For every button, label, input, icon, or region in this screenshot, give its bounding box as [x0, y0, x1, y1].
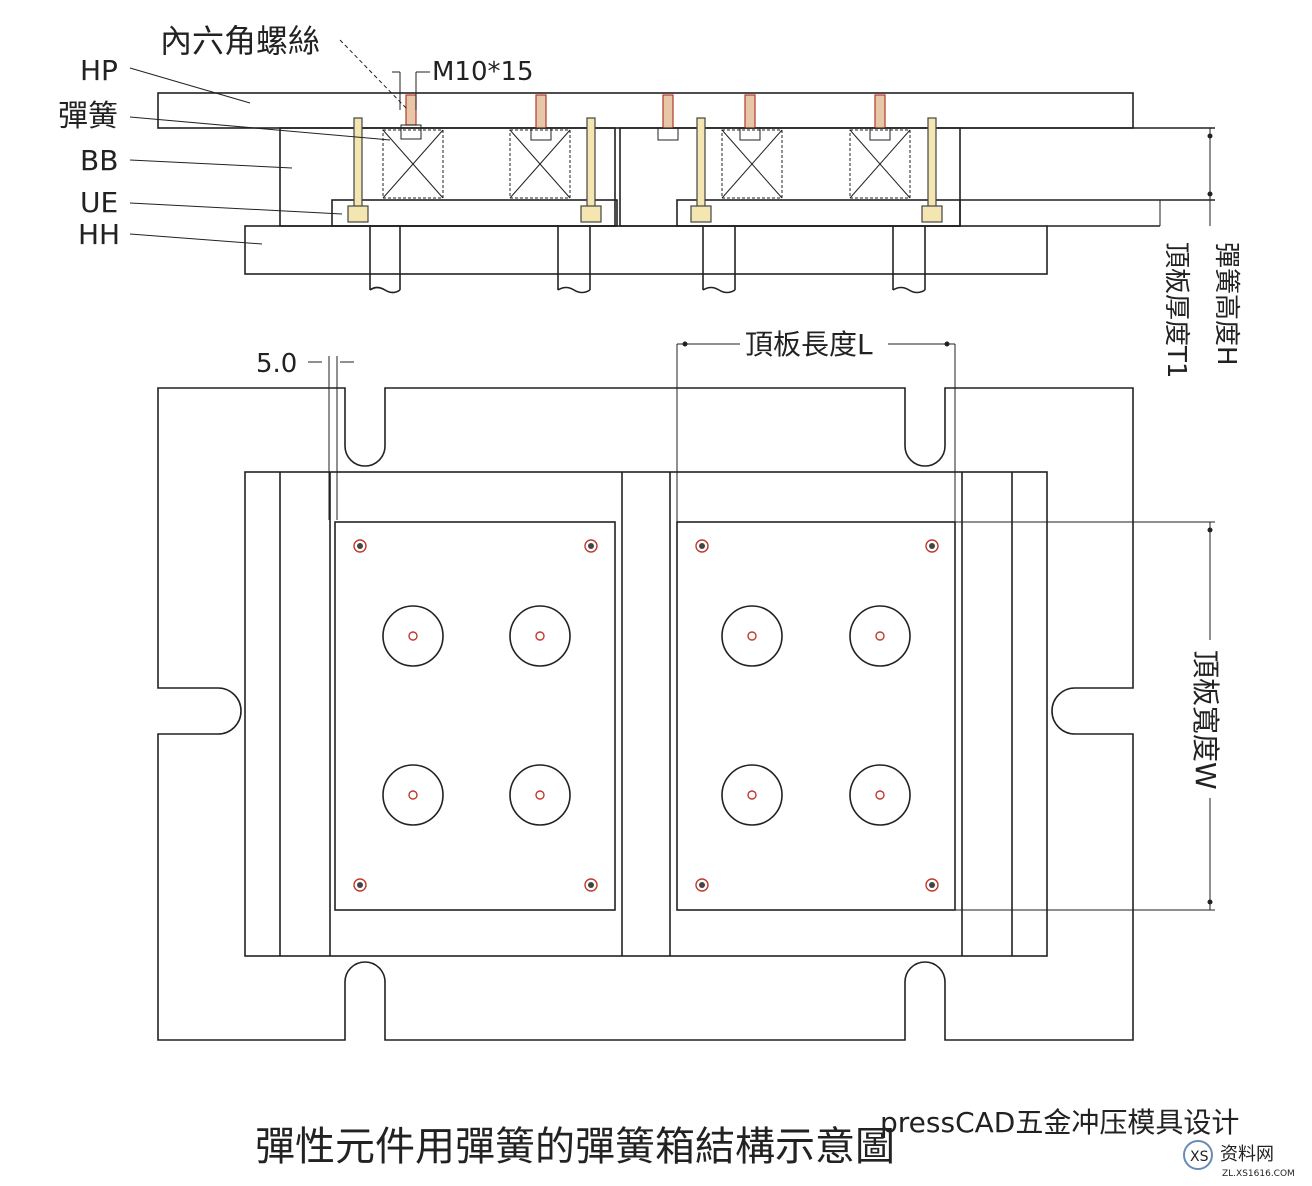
logo-subtext: ZL.XS1616.COM — [1222, 1169, 1295, 1179]
spring-1 — [382, 129, 444, 199]
leader-hh — [129, 233, 263, 245]
inner-plate — [244, 471, 1048, 957]
leader-ue — [129, 202, 343, 215]
posts-below — [369, 226, 926, 294]
logo-icon: XS — [1183, 1140, 1213, 1170]
dim-screw — [392, 71, 430, 110]
spring-circles — [382, 605, 911, 826]
label-screw-spec: M10*15 — [432, 57, 534, 87]
bb-box-right — [619, 127, 961, 227]
spring-3 — [721, 129, 783, 199]
corner-screws — [353, 539, 939, 892]
top-view: 5.0 頂板長度L 頂板寬度W — [157, 328, 1222, 1041]
top-plate-right — [676, 521, 956, 911]
label-spring: 彈簧 — [58, 99, 118, 134]
label-bb: BB — [80, 144, 118, 177]
label-plate-thickness: 頂板厚度T1 — [1161, 242, 1191, 378]
hp-plate — [157, 92, 1134, 129]
diagram-caption: 彈性元件用彈簧的彈簧箱結構示意圖 — [255, 1124, 895, 1170]
dim-gap — [308, 356, 354, 520]
label-hh: HH — [78, 218, 120, 251]
label-spring-height: 彈簧高度H — [1211, 242, 1241, 366]
hex-screws-red — [400, 94, 891, 141]
dim-width — [955, 521, 1215, 911]
ue-plate-left — [331, 199, 618, 227]
watermark-text: pressCAD五金冲压模具设计 — [880, 1106, 1239, 1139]
leader-hp — [129, 67, 251, 104]
leader-bb — [129, 159, 293, 169]
dim-length — [676, 343, 956, 522]
bb-box-left — [279, 127, 616, 227]
side-view: HP 彈簧 BB UE HH 內六角螺絲 M10*15 頂板厚度T1 彈簧高度H — [58, 22, 1241, 378]
label-plate-width: 頂板寬度W — [1189, 650, 1222, 790]
label-ue: UE — [80, 186, 118, 219]
logo-text: 资料网 — [1220, 1144, 1274, 1165]
label-hex-screw: 內六角螺絲 — [160, 22, 320, 60]
spring-4 — [849, 129, 911, 199]
ue-plate-right — [676, 199, 961, 227]
label-gap: 5.0 — [256, 349, 297, 379]
outer-frame — [157, 387, 1134, 1041]
label-plate-length: 頂板長度L — [745, 328, 873, 361]
svg-text:XS: XS — [1190, 1149, 1209, 1165]
label-hp: HP — [80, 54, 118, 87]
guide-screws — [347, 117, 943, 223]
spring-2 — [509, 129, 571, 199]
top-plate-left — [334, 521, 616, 911]
hh-plate — [244, 225, 1048, 275]
leader-hex-screw — [339, 39, 409, 111]
leader-spring — [129, 116, 391, 141]
